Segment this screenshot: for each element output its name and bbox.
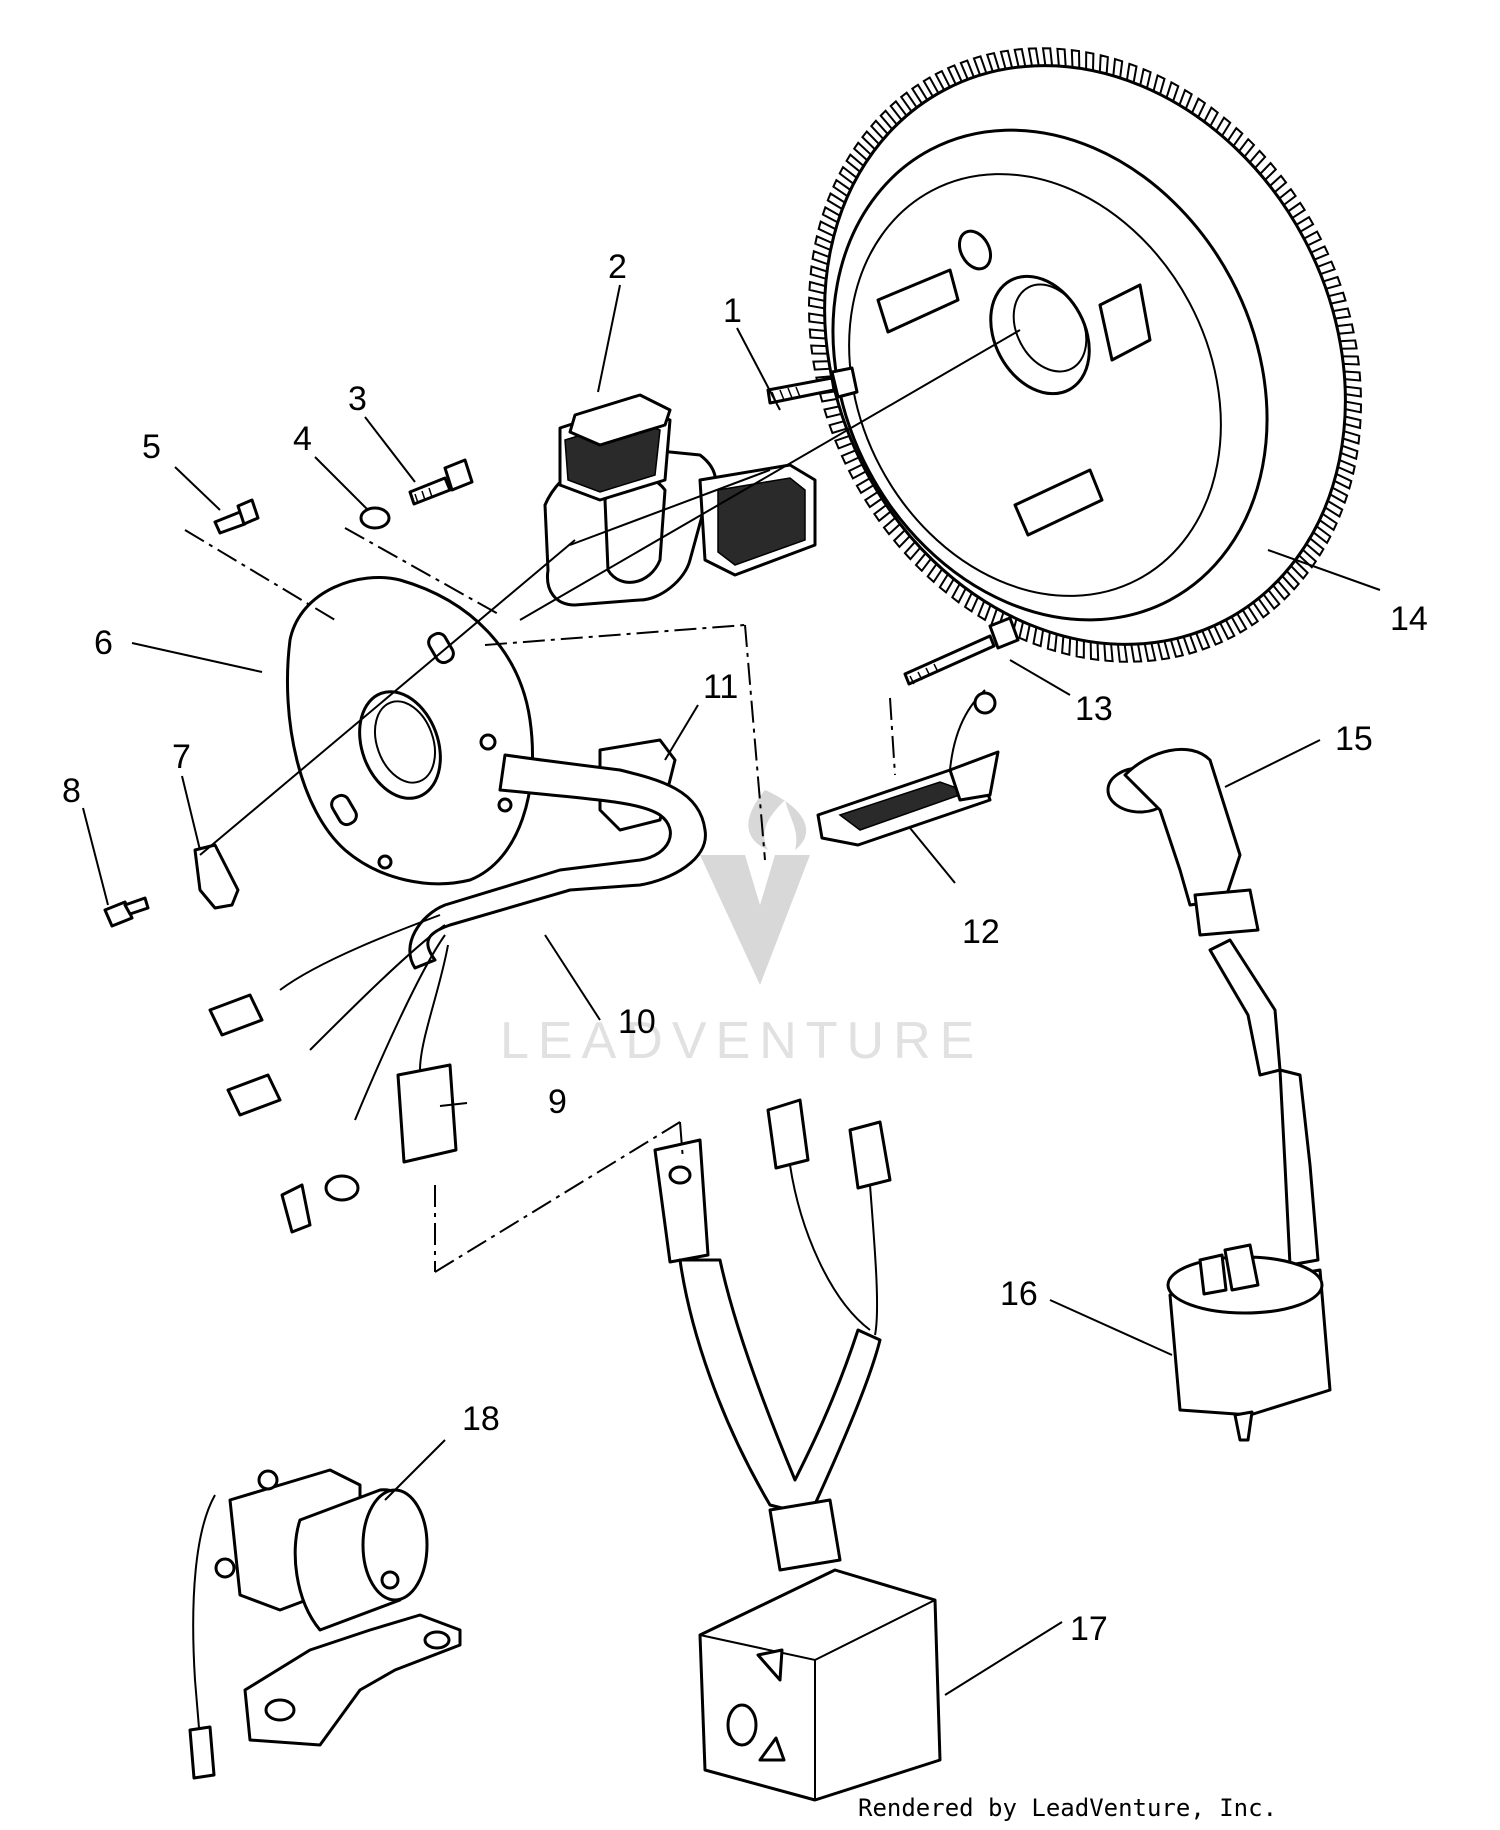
callout-6: 6 [94, 624, 113, 662]
callout-13: 13 [1075, 690, 1113, 728]
callout-9: 9 [548, 1083, 567, 1121]
callout-5: 5 [142, 428, 161, 466]
callout-3: 3 [348, 380, 367, 418]
callout-8: 8 [62, 772, 81, 810]
cdi-unit [653, 1098, 942, 1802]
callout-12: 12 [962, 913, 1000, 951]
screw-part-5 [213, 498, 260, 535]
callout-18: 18 [462, 1400, 500, 1438]
connector-part-9 [396, 1063, 458, 1164]
callout-4: 4 [293, 420, 312, 458]
spark-plug-cap [1106, 747, 1282, 1077]
callouts: 1 2 3 4 5 6 7 8 9 10 11 12 13 14 15 16 1… [62, 248, 1428, 1648]
alignment-lines [184, 329, 1021, 1273]
starter-solenoid [188, 1468, 462, 1780]
lighting-coil [543, 393, 817, 607]
clamp-part-7 [193, 843, 240, 910]
leadventure-watermark: LEADVENTURE [500, 790, 983, 1070]
washer-part-4 [359, 506, 391, 530]
callout-16: 16 [1000, 1275, 1038, 1313]
callout-2: 2 [608, 248, 627, 286]
wire-harness [208, 753, 707, 1234]
watermark-text: LEADVENTURE [500, 1012, 983, 1070]
callout-15: 15 [1335, 720, 1373, 758]
screw-part-8 [103, 896, 150, 928]
render-credit: Rendered by LeadVenture, Inc. [858, 1794, 1278, 1822]
callout-11: 11 [703, 668, 738, 706]
callout-leaders [82, 284, 1381, 1696]
stator-plate [286, 576, 534, 886]
callout-1: 1 [723, 292, 742, 330]
flywheel [807, 47, 1363, 663]
pulser-coil [816, 689, 1000, 847]
callout-10: 10 [618, 1003, 656, 1041]
callout-17: 17 [1070, 1610, 1108, 1648]
callout-14: 14 [1390, 600, 1428, 638]
callout-7: 7 [172, 738, 191, 776]
ignition-coil [1166, 1068, 1332, 1442]
screw-part-13 [903, 616, 1020, 686]
screw-part-3 [408, 458, 474, 506]
